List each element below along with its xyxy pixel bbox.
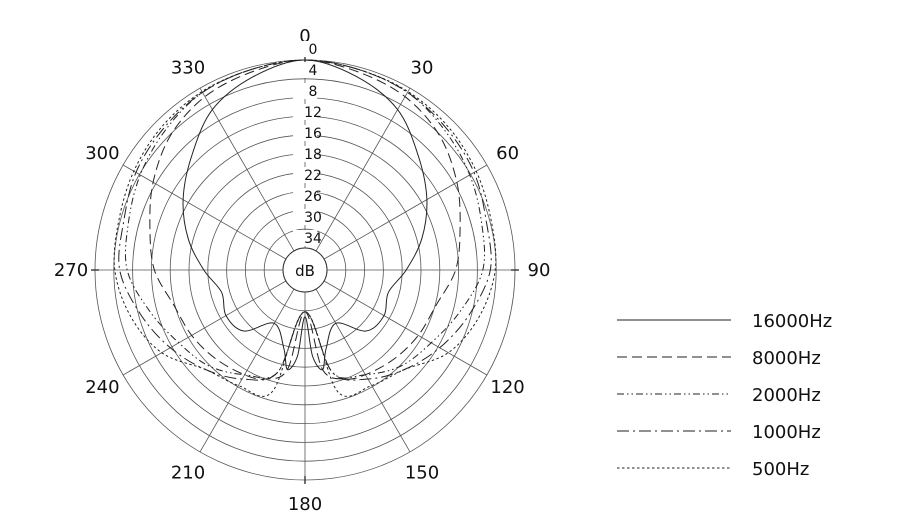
- spoke-150: [315, 288, 411, 453]
- radial-label-0: 0: [309, 42, 318, 58]
- spoke-330: [199, 87, 295, 252]
- legend: 16000Hz 8000Hz 2000Hz 1000Hz 500Hz: [617, 311, 832, 480]
- legend-label-3: 1000Hz: [752, 422, 821, 443]
- spoke-30: [315, 87, 411, 252]
- radial-label-18: 18: [304, 147, 322, 163]
- series-curve-1: [149, 59, 461, 380]
- spoke-60: [323, 164, 488, 260]
- angle-label-60: 60: [496, 143, 519, 164]
- angle-label-180: 180: [288, 494, 322, 515]
- spoke-120: [323, 280, 488, 376]
- legend-label-4: 500Hz: [752, 459, 809, 480]
- angle-label-90: 90: [528, 260, 551, 281]
- series-curve-0: [182, 59, 428, 371]
- radial-label-bg: [293, 146, 317, 162]
- radial-label-16: 16: [304, 126, 322, 142]
- angle-label-150: 150: [405, 463, 439, 484]
- angle-label-120: 120: [490, 377, 524, 398]
- series-curves: [113, 59, 497, 397]
- angle-label-240: 240: [85, 377, 119, 398]
- radial-labels: 0 4 8 12 16 18 22 26 30 34: [293, 41, 322, 247]
- angle-label-270: 270: [54, 260, 88, 281]
- radial-label-bg: [293, 62, 317, 78]
- radial-label-bg: [293, 188, 317, 204]
- legend-label-1: 8000Hz: [752, 348, 821, 369]
- series-curve-3: [118, 59, 492, 381]
- radial-label-30: 30: [304, 210, 322, 226]
- radial-label-26: 26: [304, 189, 322, 205]
- angle-label-0: 0: [299, 26, 310, 47]
- series-curve-2: [124, 59, 486, 379]
- radial-label-bg: [293, 104, 317, 120]
- spoke-210: [199, 288, 295, 453]
- spoke-300: [122, 164, 287, 260]
- radial-label-bg: [293, 167, 317, 183]
- radial-label-bg: [293, 41, 317, 57]
- spoke-240: [122, 280, 287, 376]
- angle-label-30: 30: [411, 57, 434, 78]
- angle-label-330: 330: [171, 57, 205, 78]
- series-curve-4: [113, 59, 497, 397]
- legend-label-2: 2000Hz: [752, 385, 821, 406]
- radial-label-22: 22: [304, 168, 322, 184]
- angle-label-210: 210: [171, 463, 205, 484]
- center-circle: [282, 247, 328, 293]
- radial-label-bg: [293, 209, 317, 225]
- radial-label-4: 4: [309, 63, 318, 79]
- angle-spokes: [91, 56, 519, 484]
- radial-label-12: 12: [304, 105, 322, 121]
- radial-label-34: 34: [304, 231, 322, 247]
- center-hub: dB: [282, 247, 328, 293]
- radial-label-bg: [293, 230, 317, 246]
- radial-label-bg: [293, 125, 317, 141]
- angle-label-300: 300: [85, 143, 119, 164]
- legend-label-0: 16000Hz: [752, 311, 832, 332]
- radial-label-bg: [293, 83, 317, 99]
- center-label: dB: [295, 262, 315, 280]
- radial-label-8: 8: [309, 84, 318, 100]
